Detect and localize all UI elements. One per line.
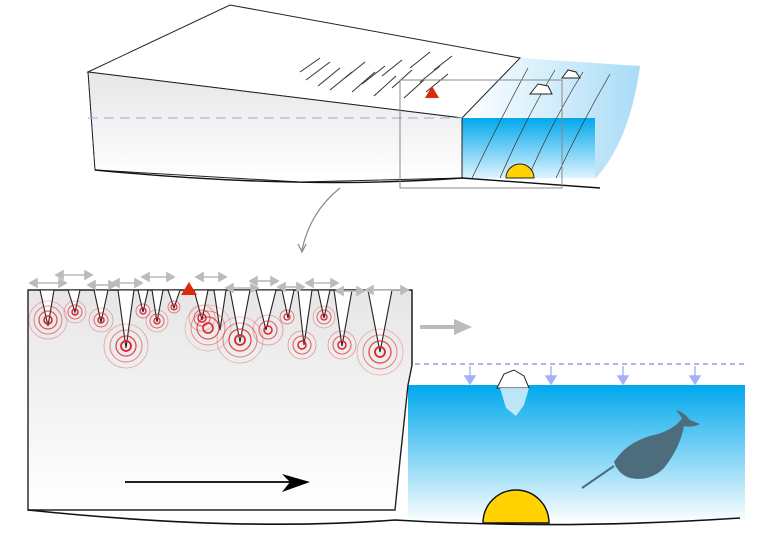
seismic-source [312, 305, 336, 329]
double-arrow-icon [140, 271, 176, 283]
ocean-water-detail [408, 385, 745, 523]
seismic-source [287, 330, 317, 360]
red-triangle-icon [181, 282, 197, 295]
seismic-source [252, 314, 284, 346]
double-arrow-icon [248, 275, 280, 287]
seismic-source [28, 300, 68, 340]
seismic-source [279, 309, 295, 325]
seismic-source [103, 323, 149, 369]
seismic-source [167, 300, 181, 314]
down-arrow-icon [463, 366, 702, 386]
narwhal-icon [581, 410, 700, 489]
double-arrow-icon [194, 271, 228, 283]
gray-arrow-icon [420, 319, 472, 335]
seismic-source [135, 303, 151, 319]
iceberg-small-1 [528, 83, 553, 95]
seismic-source [216, 316, 264, 364]
seismic-source [88, 307, 114, 333]
seismic-source [63, 300, 87, 324]
seismic-source [356, 328, 404, 376]
iceberg [496, 369, 530, 416]
red-triangle-icon [425, 86, 439, 98]
zoom-connector-arrow [301, 187, 341, 251]
meltwater-plume-top [505, 163, 535, 179]
double-arrow-icon [54, 269, 94, 281]
zoom-box [399, 79, 563, 189]
iceberg-small-2 [561, 69, 581, 79]
double-arrow-icon [224, 282, 260, 294]
crevasse-marks [299, 51, 453, 99]
seismic-source [145, 309, 169, 333]
seismic-rings [28, 300, 404, 376]
double-arrow-icon [276, 281, 306, 293]
double-arrow-icon [364, 284, 410, 296]
detail-panel [27, 269, 745, 526]
bedrock-line-top [94, 169, 601, 189]
strain-arrows [28, 269, 410, 297]
double-arrow-icon [334, 285, 366, 297]
seismic-source [327, 330, 357, 360]
double-arrow-icon [304, 277, 340, 289]
double-arrow-icon [28, 277, 68, 289]
seismic-source [184, 304, 232, 352]
overview-panel [86, 4, 640, 254]
double-arrow-icon [86, 279, 118, 291]
meltwater-plume [482, 489, 550, 524]
double-arrow-icon [110, 277, 144, 289]
bedrock-line [27, 509, 741, 526]
